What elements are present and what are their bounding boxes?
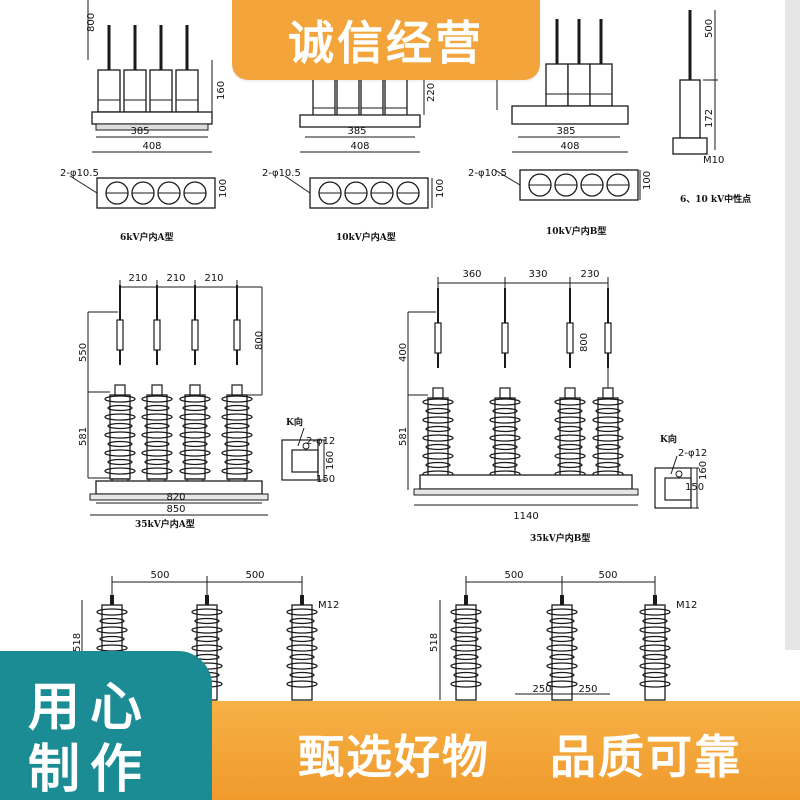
hole-label: 2-φ10.5 <box>262 168 301 179</box>
mid-right-35kv-b-assembly <box>407 277 700 509</box>
dim-text: 500 <box>704 19 715 38</box>
view-label: 2-φ12 <box>678 448 707 459</box>
dim-text: 210 <box>166 273 185 284</box>
dim-text: 100 <box>218 179 229 198</box>
dim-text: 385 <box>130 126 149 137</box>
dim-text: 400 <box>398 343 409 362</box>
hole-label: 2-φ10.5 <box>468 168 507 179</box>
badge-line-2: 制作 <box>28 740 153 800</box>
dim-text: 360 <box>462 269 481 280</box>
top-left-6kv-assembly <box>69 0 216 209</box>
view-label: 2-φ12 <box>306 436 335 447</box>
dim-text: 850 <box>166 504 185 515</box>
dim-text: 800 <box>86 13 97 32</box>
bottom-right-assembly <box>439 576 671 701</box>
dim-text: 160 <box>325 451 336 470</box>
dim-text: M12 <box>318 600 339 611</box>
dim-text: 160 <box>216 81 227 100</box>
dim-text: 408 <box>142 141 161 152</box>
dim-text: 210 <box>128 273 147 284</box>
corner-badge: 用心 制作 <box>0 651 212 800</box>
caption: 10kV户内B型 <box>546 225 606 237</box>
dim-text: 550 <box>78 343 89 362</box>
view-label: K向 <box>286 416 303 428</box>
dim-text: 800 <box>254 331 265 350</box>
dim-text: 220 <box>426 83 437 102</box>
bottom-bar-text-left: 甄选好物 <box>298 730 490 784</box>
badge-line-1: 用心 <box>28 678 153 738</box>
dim-text: 100 <box>642 171 653 190</box>
dim-text: 581 <box>78 427 89 446</box>
dim-text: 250 <box>532 684 551 695</box>
view-label: K向 <box>660 433 677 445</box>
caption: 35kV户内B型 <box>530 532 590 544</box>
top-mid-10kv-a-assembly <box>284 31 433 209</box>
bottom-bar-text-right: 品质可靠 <box>550 730 742 784</box>
dimension-labels: 385 408 385 408 385 408 500 172 800 160 … <box>60 13 751 695</box>
dim-text: 230 <box>580 269 599 280</box>
dim-text: M12 <box>676 600 697 611</box>
mid-left-35kv-a-assembly <box>87 280 327 516</box>
dim-text: 408 <box>350 141 369 152</box>
dim-text: 500 <box>150 570 169 581</box>
dim-text: 385 <box>556 126 575 137</box>
caption: 35kV户内A型 <box>135 518 195 530</box>
dim-text: 581 <box>398 427 409 446</box>
dim-text: 250 <box>578 684 597 695</box>
caption: 6kV户内A型 <box>120 231 173 243</box>
hole-label: 2-φ10.5 <box>60 168 99 179</box>
dim-text: 518 <box>72 633 83 652</box>
dim-text: 1140 <box>513 511 538 522</box>
dim-text: 150 <box>316 474 335 485</box>
dim-text: 385 <box>347 126 366 137</box>
dim-text: 408 <box>560 141 579 152</box>
page-edge-shadow <box>785 0 800 650</box>
dim-text: 500 <box>598 570 617 581</box>
top-right-10kv-b-assembly <box>494 17 641 201</box>
caption: M10 <box>703 155 724 166</box>
top-far-right-neutral-assembly <box>672 10 718 155</box>
caption: 6、10 kV中性点 <box>680 193 751 205</box>
dim-text: 518 <box>429 633 440 652</box>
top-banner-text: 诚信经营 <box>288 16 484 70</box>
dim-text: 160 <box>698 461 709 480</box>
dim-text: 210 <box>204 273 223 284</box>
dim-text: 100 <box>435 179 446 198</box>
dim-text: 500 <box>504 570 523 581</box>
dim-text: 172 <box>704 109 715 128</box>
dim-text: 150 <box>685 482 704 493</box>
dim-text: 500 <box>245 570 264 581</box>
bottom-bar: 甄选好物 品质可靠 <box>180 701 800 800</box>
caption: 10kV户内A型 <box>336 231 396 243</box>
dim-text: 330 <box>528 269 547 280</box>
dim-text: 800 <box>579 333 590 352</box>
top-banner: 诚信经营 <box>232 0 540 80</box>
dim-text: 820 <box>166 492 185 503</box>
